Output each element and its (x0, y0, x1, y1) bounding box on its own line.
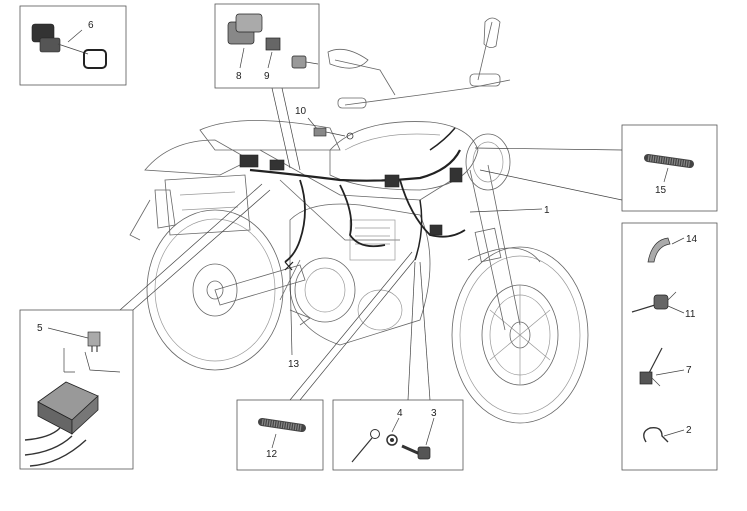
callout-3: 3 (431, 408, 437, 419)
callout-4: 4 (397, 408, 403, 419)
detail-box-4-3: 4 3 (332, 399, 464, 471)
rear-wheel (146, 209, 284, 371)
callout-2: 2 (686, 425, 692, 436)
leader-lines (119, 87, 623, 401)
callout-7: 7 (686, 365, 692, 376)
detail-box-12: 12 (236, 399, 324, 471)
callout-12: 12 (266, 449, 278, 460)
callout-5: 5 (37, 323, 43, 334)
callout-11: 11 (685, 309, 696, 320)
callout-10: 10 (295, 106, 307, 117)
detail-box-8-9: 8 9 (214, 3, 320, 89)
wiring-harness (239, 127, 466, 263)
callout-14: 14 (686, 234, 698, 245)
callout-8: 8 (236, 71, 242, 82)
callout-13: 13 (288, 359, 300, 370)
engine (289, 203, 431, 346)
motorcycle-illustration (129, 17, 589, 424)
callout-9: 9 (264, 71, 270, 82)
callout-6: 6 (88, 20, 94, 31)
detail-box-6: 6 (19, 5, 127, 86)
callout-1: 1 (544, 205, 550, 216)
detail-box-15: 15 (621, 124, 718, 212)
front-wheel (451, 246, 589, 424)
detail-box-14-11-7-2: 14 11 7 2 (621, 222, 718, 471)
callout-15: 15 (655, 185, 667, 196)
bike-callouts: 10 1 13 (284, 106, 550, 370)
detail-box-5: 5 (19, 309, 134, 470)
